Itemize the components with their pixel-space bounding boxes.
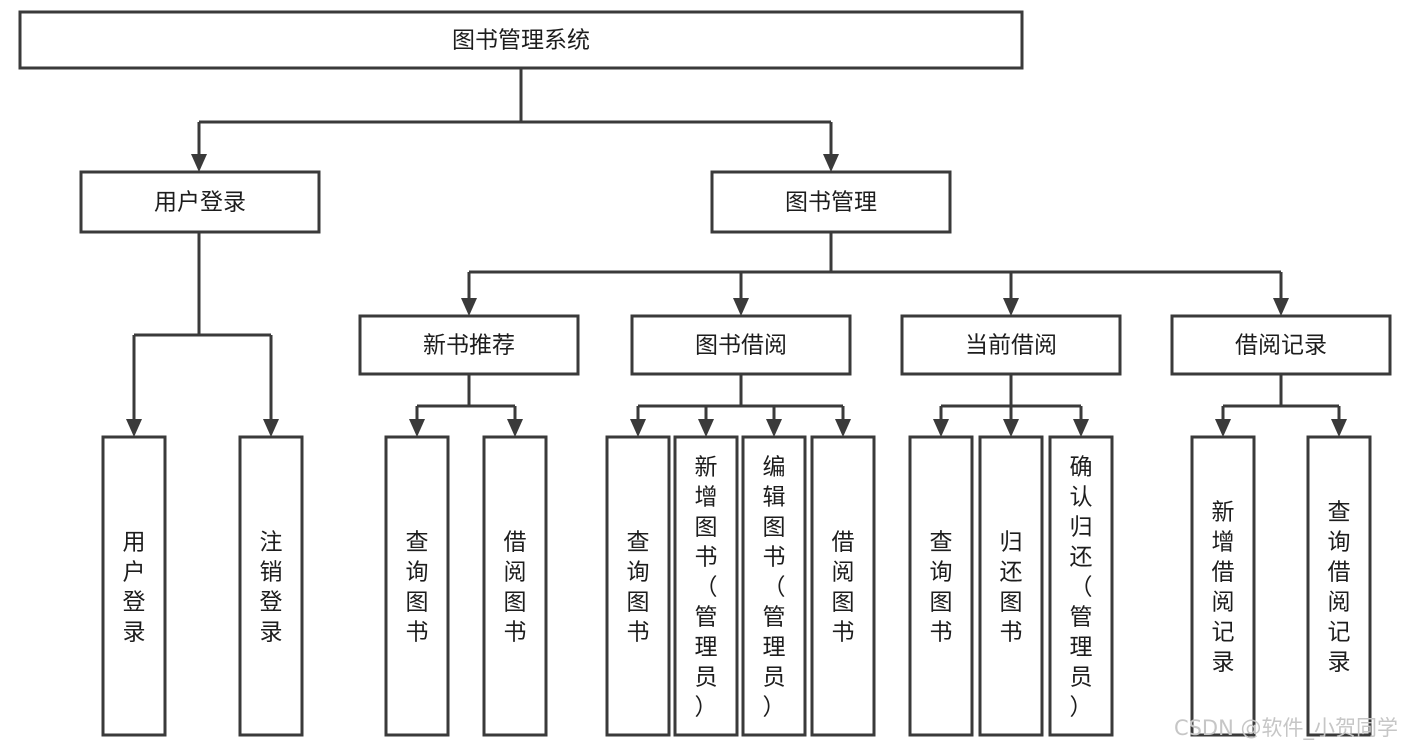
leaf-label: 确认归还（管理员） bbox=[1070, 454, 1093, 720]
leaf-label: 查询图书 bbox=[406, 529, 429, 645]
node-current-borrow[interactable]: 当前借阅 bbox=[900, 314, 1122, 376]
leaf-current-borrow-confirm[interactable]: 确认归还（管理员） bbox=[1048, 435, 1114, 737]
node-user-login[interactable]: 用户登录 bbox=[79, 170, 321, 234]
leaf-box[interactable] bbox=[810, 435, 876, 737]
leaf-label: 借阅图书 bbox=[832, 529, 855, 645]
root-label: 图书管理系统 bbox=[452, 28, 590, 54]
leaf-book-borrow-add[interactable]: 新增图书（管理员） bbox=[673, 435, 739, 737]
leaf-book-borrow-lend[interactable]: 借阅图书 bbox=[810, 435, 876, 737]
leaf-box[interactable] bbox=[238, 435, 304, 737]
arrow-to-borrow-record bbox=[1273, 298, 1289, 316]
arrow-book-borrow-leaf-3 bbox=[766, 419, 782, 437]
leaf-label: 新增图书（管理员） bbox=[695, 454, 718, 720]
leaf-user-login-logout[interactable]: 注销登录 bbox=[238, 435, 304, 737]
arrow-book-borrow-leaf-1 bbox=[630, 419, 646, 437]
leaf-label: 新增借阅记录 bbox=[1212, 499, 1235, 675]
leaf-label: 用户登录 bbox=[123, 529, 146, 645]
arrow-book-borrow-leaf-2 bbox=[698, 419, 714, 437]
book-borrow-box[interactable] bbox=[630, 314, 852, 376]
current-borrow-box[interactable] bbox=[900, 314, 1122, 376]
leaf-current-borrow-query[interactable]: 查询图书 bbox=[908, 435, 974, 737]
borrow-record-label: 借阅记录 bbox=[1235, 333, 1327, 359]
leaf-label: 编辑图书（管理员） bbox=[763, 454, 786, 720]
arrow-current-borrow-leaf-2 bbox=[1003, 419, 1019, 437]
leaf-label: 借阅图书 bbox=[504, 529, 527, 645]
leaf-box[interactable] bbox=[978, 435, 1044, 737]
node-book-manage[interactable]: 图书管理 bbox=[710, 170, 952, 234]
arrow-current-borrow-leaf-1 bbox=[933, 419, 949, 437]
current-borrow-label: 当前借阅 bbox=[965, 333, 1057, 359]
arrow-to-new-book bbox=[461, 298, 477, 316]
leaf-box[interactable] bbox=[101, 435, 167, 737]
leaf-box[interactable] bbox=[384, 435, 450, 737]
arrow-user-login-leaf-2 bbox=[263, 419, 279, 437]
user-login-label: 用户登录 bbox=[154, 190, 246, 216]
csdn-watermark: CSDN @软件_小贺同学 bbox=[1174, 716, 1398, 741]
leaf-label: 查询图书 bbox=[627, 529, 650, 645]
book-manage-box[interactable] bbox=[710, 170, 952, 234]
leaf-box[interactable] bbox=[482, 435, 548, 737]
arrow-current-borrow-leaf-3 bbox=[1073, 419, 1089, 437]
leaf-box[interactable] bbox=[1190, 435, 1256, 737]
leaf-label: 注销登录 bbox=[260, 529, 283, 645]
leaf-box[interactable] bbox=[1048, 435, 1114, 737]
user-login-box[interactable] bbox=[79, 170, 321, 234]
leaf-borrow-record-query[interactable]: 查询借阅记录 bbox=[1306, 435, 1372, 737]
arrow-to-user-login bbox=[191, 154, 207, 172]
book-manage-label: 图书管理 bbox=[785, 190, 877, 216]
new-book-recommend-box[interactable] bbox=[358, 314, 580, 376]
leaf-user-login-login[interactable]: 用户登录 bbox=[101, 435, 167, 737]
leaf-box[interactable] bbox=[908, 435, 974, 737]
arrow-to-book-manage bbox=[823, 154, 839, 172]
leaf-label: 归还图书 bbox=[1000, 529, 1023, 645]
arrow-borrow-record-leaf-1 bbox=[1215, 419, 1231, 437]
leaf-new-book-query[interactable]: 查询图书 bbox=[384, 435, 450, 737]
leaf-current-borrow-return[interactable]: 归还图书 bbox=[978, 435, 1044, 737]
leaf-label: 查询图书 bbox=[930, 529, 953, 645]
new-book-recommend-label: 新书推荐 bbox=[423, 333, 515, 359]
leaf-box[interactable] bbox=[605, 435, 671, 737]
arrow-user-login-leaf-1 bbox=[126, 419, 142, 437]
leaf-new-book-borrow[interactable]: 借阅图书 bbox=[482, 435, 548, 737]
arrow-to-current-borrow bbox=[1003, 298, 1019, 316]
leaf-box[interactable] bbox=[1306, 435, 1372, 737]
leaf-box[interactable] bbox=[673, 435, 739, 737]
book-borrow-label: 图书借阅 bbox=[695, 333, 787, 359]
leaf-box[interactable] bbox=[741, 435, 807, 737]
leaf-book-borrow-edit[interactable]: 编辑图书（管理员） bbox=[741, 435, 807, 737]
node-root[interactable]: 图书管理系统 bbox=[18, 10, 1024, 70]
connector-group bbox=[126, 68, 1347, 437]
leaf-borrow-record-add[interactable]: 新增借阅记录 bbox=[1190, 435, 1256, 737]
arrow-new-book-leaf-1 bbox=[409, 419, 425, 437]
node-book-borrow[interactable]: 图书借阅 bbox=[630, 314, 852, 376]
arrow-book-borrow-leaf-4 bbox=[835, 419, 851, 437]
arrow-new-book-leaf-2 bbox=[507, 419, 523, 437]
leaf-book-borrow-query[interactable]: 查询图书 bbox=[605, 435, 671, 737]
arrow-borrow-record-leaf-2 bbox=[1331, 419, 1347, 437]
node-new-book-recommend[interactable]: 新书推荐 bbox=[358, 314, 580, 376]
root-box[interactable] bbox=[18, 10, 1024, 70]
node-borrow-record[interactable]: 借阅记录 bbox=[1170, 314, 1392, 376]
leaf-label: 查询借阅记录 bbox=[1328, 499, 1351, 675]
arrow-to-book-borrow bbox=[733, 298, 749, 316]
borrow-record-box[interactable] bbox=[1170, 314, 1392, 376]
